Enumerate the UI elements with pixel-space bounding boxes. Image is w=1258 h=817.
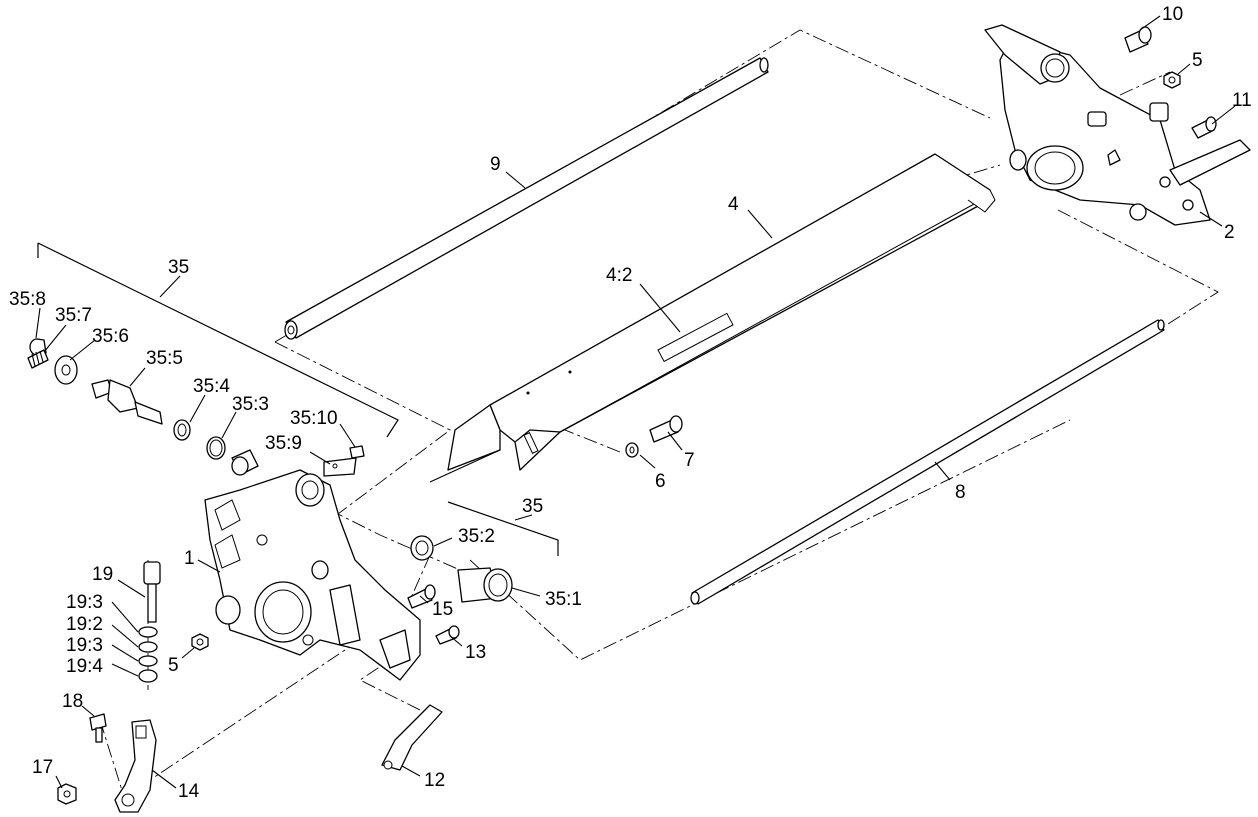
gear-shaft-part-35-1: [457, 567, 513, 603]
bushing-part-35-2: [410, 535, 434, 561]
label-35-8: 35:8: [9, 289, 46, 310]
bushing-part-35-3-lower: [231, 449, 259, 476]
clip-part-35-4: [173, 419, 191, 441]
label-19-4: 19:4: [66, 656, 103, 677]
label-12: 12: [424, 770, 445, 791]
clip-part-35-9: [323, 457, 357, 477]
label-35-5: 35:5: [146, 348, 183, 369]
label-11: 11: [1232, 90, 1252, 111]
label-14: 14: [178, 781, 200, 802]
label-7: 7: [684, 450, 695, 471]
nut-part-5-lower: [191, 633, 209, 651]
label-1: 1: [184, 548, 195, 569]
handle-part-12: [381, 704, 443, 771]
side-plate-part-1: [204, 469, 421, 681]
label-35-3: 35:3: [232, 394, 269, 415]
bolt-part-7: [649, 415, 683, 443]
washer-part-35-6: [54, 355, 78, 385]
ring-part-35-3: [206, 436, 226, 460]
label-15: 15: [432, 599, 453, 620]
label-6: 6: [655, 471, 666, 492]
bolt-part-13: [435, 625, 460, 645]
shaft-part-35-5: [91, 379, 163, 425]
nut-part-5-upper: [1163, 71, 1181, 89]
screw-part-35-10: [349, 445, 365, 459]
rod-part-8: [690, 319, 1165, 605]
label-10: 10: [1162, 4, 1183, 25]
label-17: 17: [32, 757, 53, 778]
label-4: 4: [728, 194, 739, 215]
washer-part-19-3-upper: [138, 626, 158, 638]
label-19-2: 19:2: [66, 614, 103, 635]
label-8: 8: [955, 482, 966, 503]
screw-part-10: [1124, 26, 1152, 53]
label-5-lower: 5: [168, 655, 179, 676]
label-35-6: 35:6: [92, 326, 129, 347]
group-bracket-35-upper: [37, 242, 399, 438]
washer-part-19-2: [138, 641, 158, 653]
label-5-upper: 5: [1192, 50, 1203, 71]
label-35-1: 35:1: [545, 589, 582, 610]
leader-lines: [35, 15, 1236, 789]
nut-part-17: [57, 783, 77, 805]
label-35-upper: 35: [168, 257, 189, 278]
label-19-3-lower: 19:3: [66, 635, 103, 656]
bolt-part-18: [89, 713, 107, 743]
label-35-lower: 35: [522, 496, 543, 517]
label-35-10: 35:10: [290, 408, 338, 429]
label-9: 9: [490, 154, 501, 175]
label-35-4: 35:4: [193, 376, 230, 397]
side-plate-part-2: [984, 24, 1251, 226]
bolt-part-19: [143, 561, 161, 623]
bolt-part-11: [1191, 116, 1217, 139]
label-19: 19: [92, 564, 113, 585]
label-35-2: 35:2: [458, 526, 495, 547]
spring-part-35-7: [27, 349, 49, 369]
rod-part-9: [284, 57, 769, 340]
cover-plate-part-4: [429, 153, 996, 483]
label-35-9: 35:9: [265, 433, 302, 454]
label-19-3-upper: 19:3: [66, 592, 103, 613]
decal-part-4-2: [657, 312, 734, 363]
label-13: 13: [465, 642, 486, 663]
label-2: 2: [1224, 222, 1235, 243]
label-35-7: 35:7: [55, 305, 92, 326]
assembly-centerlines: [99, 29, 1219, 801]
bolt-part-15: [407, 584, 436, 609]
label-4-2: 4:2: [606, 265, 632, 286]
callout-labels: 10 5 11 2 9 4 4:2 35 35:8 35:7 35:6 35:5…: [9, 4, 1252, 802]
group-bracket-35-lower: [447, 501, 559, 556]
nut-part-19-4: [138, 669, 158, 683]
arm-part-14: [114, 719, 157, 813]
label-18: 18: [62, 691, 83, 712]
washer-part-19-3-lower: [138, 655, 158, 667]
washer-part-6: [625, 442, 639, 458]
